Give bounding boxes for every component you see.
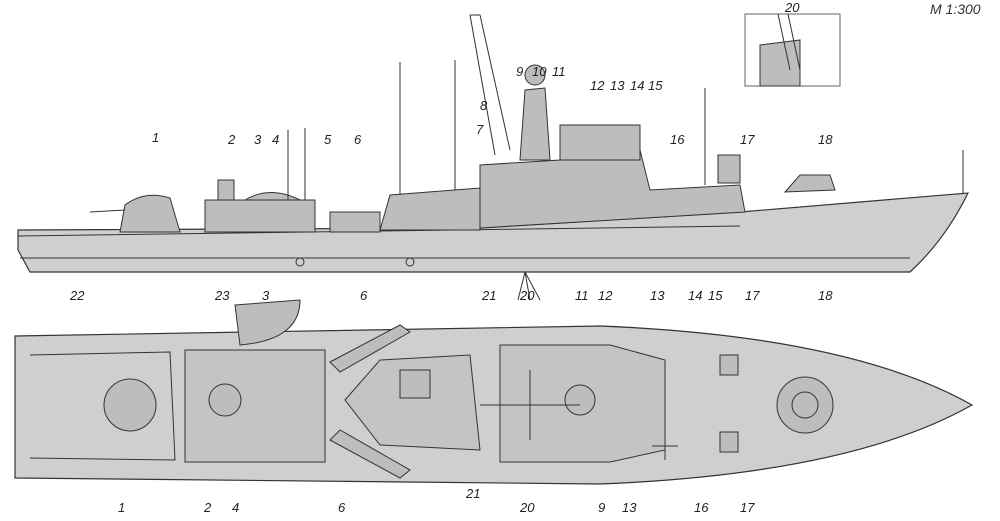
callout-label: 22 bbox=[69, 288, 85, 303]
aft-superstructure bbox=[204, 199, 316, 233]
callout-label: 4 bbox=[232, 500, 239, 515]
callout-label: 4 bbox=[272, 132, 279, 147]
callout-label: 23 bbox=[214, 288, 230, 303]
aft-deckhouse-plan bbox=[184, 349, 326, 463]
launcher-lower bbox=[329, 429, 411, 479]
callout-label: 11 bbox=[552, 64, 566, 79]
callout-label: 20 bbox=[784, 0, 800, 15]
callout-label: 11 bbox=[575, 288, 589, 303]
callout-label: 7 bbox=[476, 122, 484, 137]
main-superstructure bbox=[479, 149, 746, 229]
callout-label: 6 bbox=[360, 288, 368, 303]
callout-label: 13 bbox=[610, 78, 625, 93]
callout-label: 18 bbox=[818, 288, 833, 303]
callout-label: 16 bbox=[670, 132, 685, 147]
plan-view bbox=[14, 299, 974, 485]
callout-label: 2 bbox=[203, 500, 212, 515]
side-view-labels: 1 2 3 4 5 6 7 8 9 10 11 12 13 14 15 16 1… bbox=[152, 0, 833, 301]
side-view bbox=[17, 13, 970, 273]
launcher-upper bbox=[329, 324, 411, 373]
callout-label: 8 bbox=[480, 98, 488, 113]
callout-label: 9 bbox=[516, 64, 523, 79]
callout-label: 18 bbox=[818, 132, 833, 147]
callout-label: 20 bbox=[519, 288, 535, 303]
callout-label: 21 bbox=[465, 486, 480, 501]
scale-label: M 1:300 bbox=[930, 1, 981, 17]
callout-label: 15 bbox=[708, 288, 723, 303]
callout-label: 16 bbox=[694, 500, 709, 515]
callout-label: 21 bbox=[481, 288, 496, 303]
callout-label: 12 bbox=[598, 288, 613, 303]
callout-label: 1 bbox=[118, 500, 125, 515]
callout-label: 9 bbox=[598, 500, 605, 515]
plan-view-labels: 22 23 3 6 21 20 11 12 13 14 15 17 18 1 2… bbox=[69, 288, 833, 515]
bow-gun bbox=[783, 174, 836, 193]
callout-label: 3 bbox=[262, 288, 270, 303]
aft-gun-plan bbox=[103, 378, 157, 432]
callout-label: 15 bbox=[648, 78, 663, 93]
callout-label: 10 bbox=[532, 64, 547, 79]
callout-label: 6 bbox=[338, 500, 346, 515]
main-mast bbox=[519, 87, 551, 161]
callout-label: 13 bbox=[650, 288, 665, 303]
callout-label: 5 bbox=[324, 132, 332, 147]
callout-label: 17 bbox=[745, 288, 760, 303]
callout-label: 13 bbox=[622, 500, 637, 515]
callout-label: 14 bbox=[688, 288, 702, 303]
callout-label: 12 bbox=[590, 78, 605, 93]
callout-label: 17 bbox=[740, 500, 755, 515]
callout-label: 3 bbox=[254, 132, 262, 147]
callout-label: 20 bbox=[519, 500, 535, 515]
callout-label: 2 bbox=[227, 132, 236, 147]
aft-gun-turret bbox=[119, 194, 181, 233]
callout-label: 14 bbox=[630, 78, 644, 93]
callout-label: 17 bbox=[740, 132, 755, 147]
callout-label: 6 bbox=[354, 132, 362, 147]
rocket-launcher-deckhouse bbox=[379, 187, 481, 231]
callout-label: 1 bbox=[152, 130, 159, 145]
